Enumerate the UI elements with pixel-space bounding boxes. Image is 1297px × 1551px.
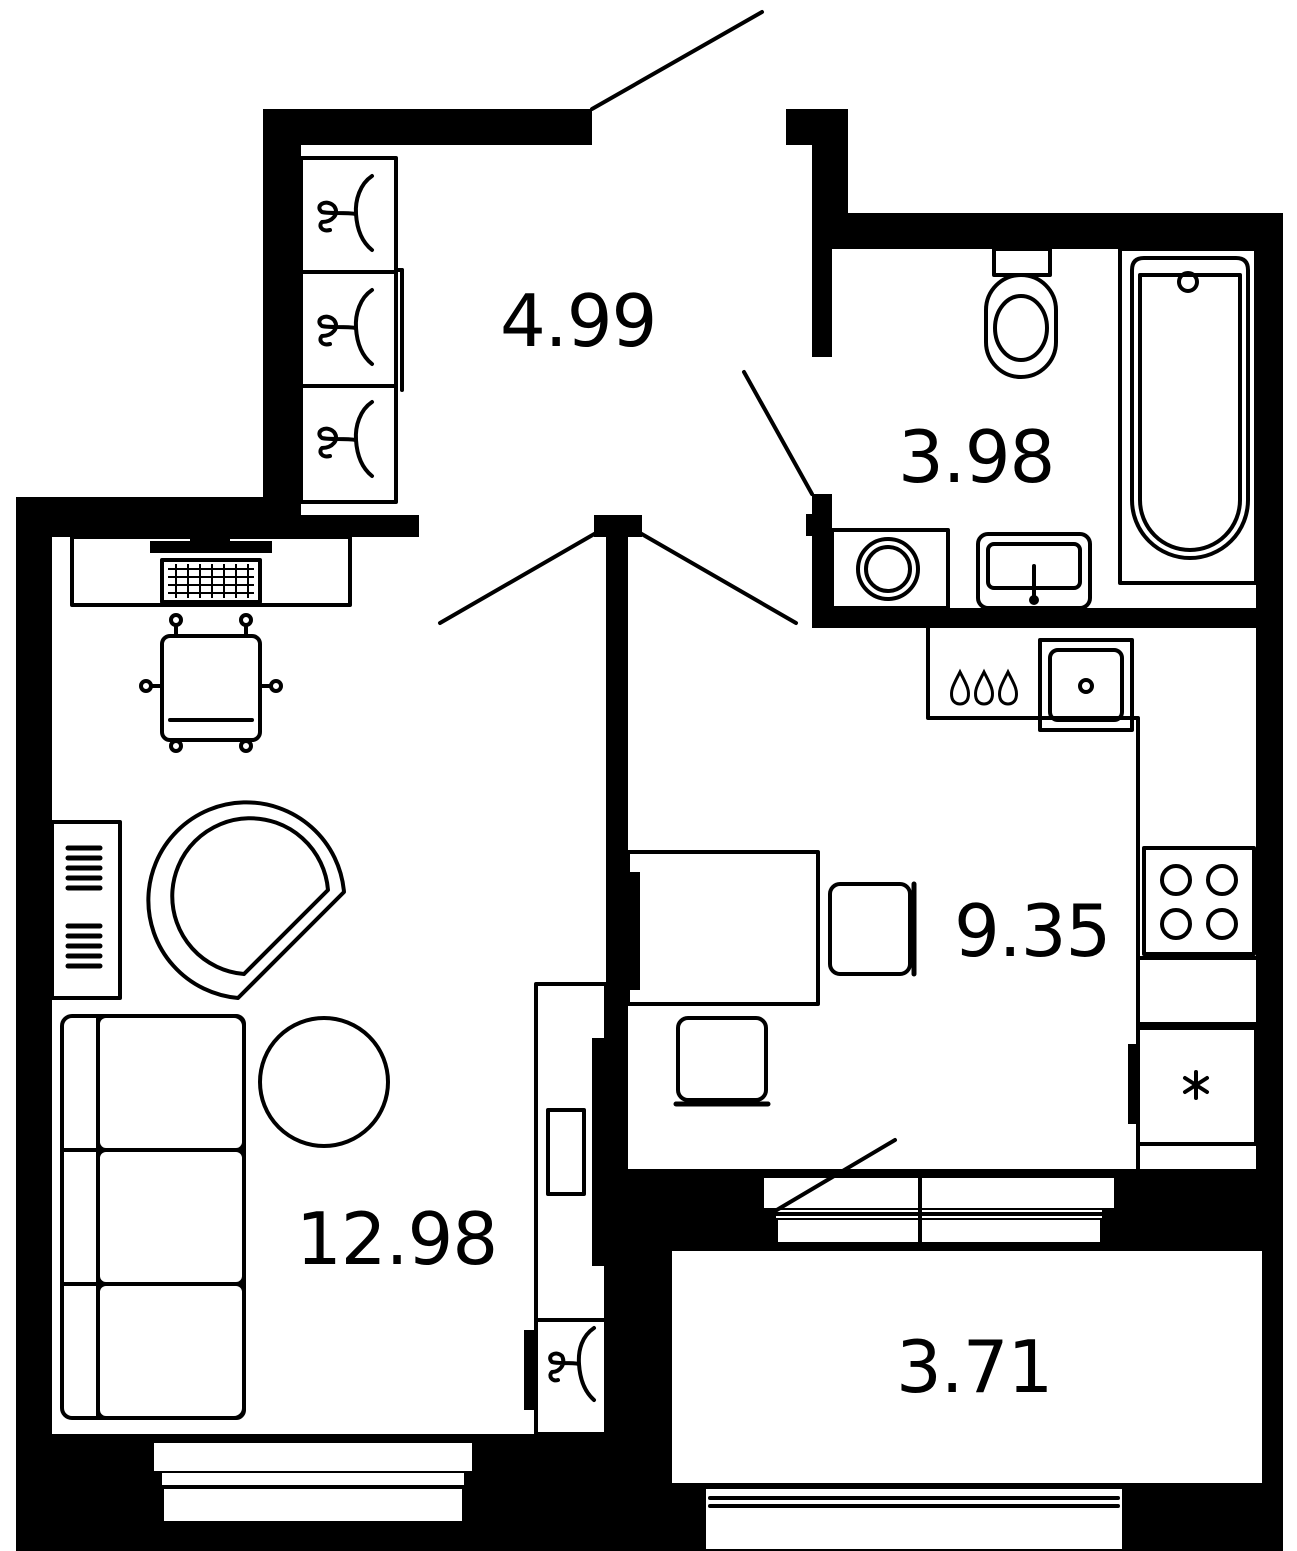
armchair: [146, 800, 346, 1000]
living-room-wardrobe: [524, 1318, 608, 1436]
washing-machine: [830, 528, 950, 610]
snowflake-icon: [1183, 1070, 1209, 1100]
books-icon: [65, 845, 103, 891]
coffee-table: [258, 1016, 390, 1148]
dining-chair: [673, 1016, 771, 1107]
hanger-icon: [317, 174, 374, 252]
hanger-icon: [317, 400, 374, 478]
kitchen-door[interactable]: [638, 531, 798, 625]
kitchen-sink: [1038, 638, 1134, 732]
stove: [1142, 846, 1256, 956]
toilet: [984, 247, 1058, 379]
kitchen-area-label: 9.35: [954, 889, 1110, 973]
hanger-icon: [317, 288, 374, 366]
faucet-icon: [950, 668, 1018, 706]
fridge: [1128, 1026, 1258, 1146]
living-room-shelf: [50, 820, 122, 1000]
books-icon: [65, 923, 103, 969]
dining-table: [626, 850, 820, 1006]
office-chair: [139, 613, 283, 753]
living-room-desk: [70, 535, 352, 607]
dining-chair: [828, 881, 917, 977]
sofa: [60, 1014, 246, 1420]
bathtub: [1118, 247, 1258, 585]
bathroom-area-label: 3.98: [898, 415, 1054, 499]
living-room-area-label: 12.98: [296, 1197, 497, 1281]
balcony-room: [668, 1247, 1266, 1487]
hallway-area-label: 4.99: [500, 279, 656, 363]
doors: [438, 10, 814, 625]
windows: [150, 1138, 1126, 1551]
balcony-area-label: 3.71: [896, 1325, 1052, 1409]
tv-cabinet: [534, 982, 608, 1322]
hallway-wardrobe: [299, 156, 404, 504]
entrance-door[interactable]: [590, 10, 764, 111]
bathroom-sink: [976, 532, 1092, 610]
living-room-door[interactable]: [438, 531, 598, 625]
hanger-icon: [548, 1326, 596, 1402]
kitchen-counter: [926, 626, 1258, 1171]
bathroom-door[interactable]: [742, 370, 814, 496]
